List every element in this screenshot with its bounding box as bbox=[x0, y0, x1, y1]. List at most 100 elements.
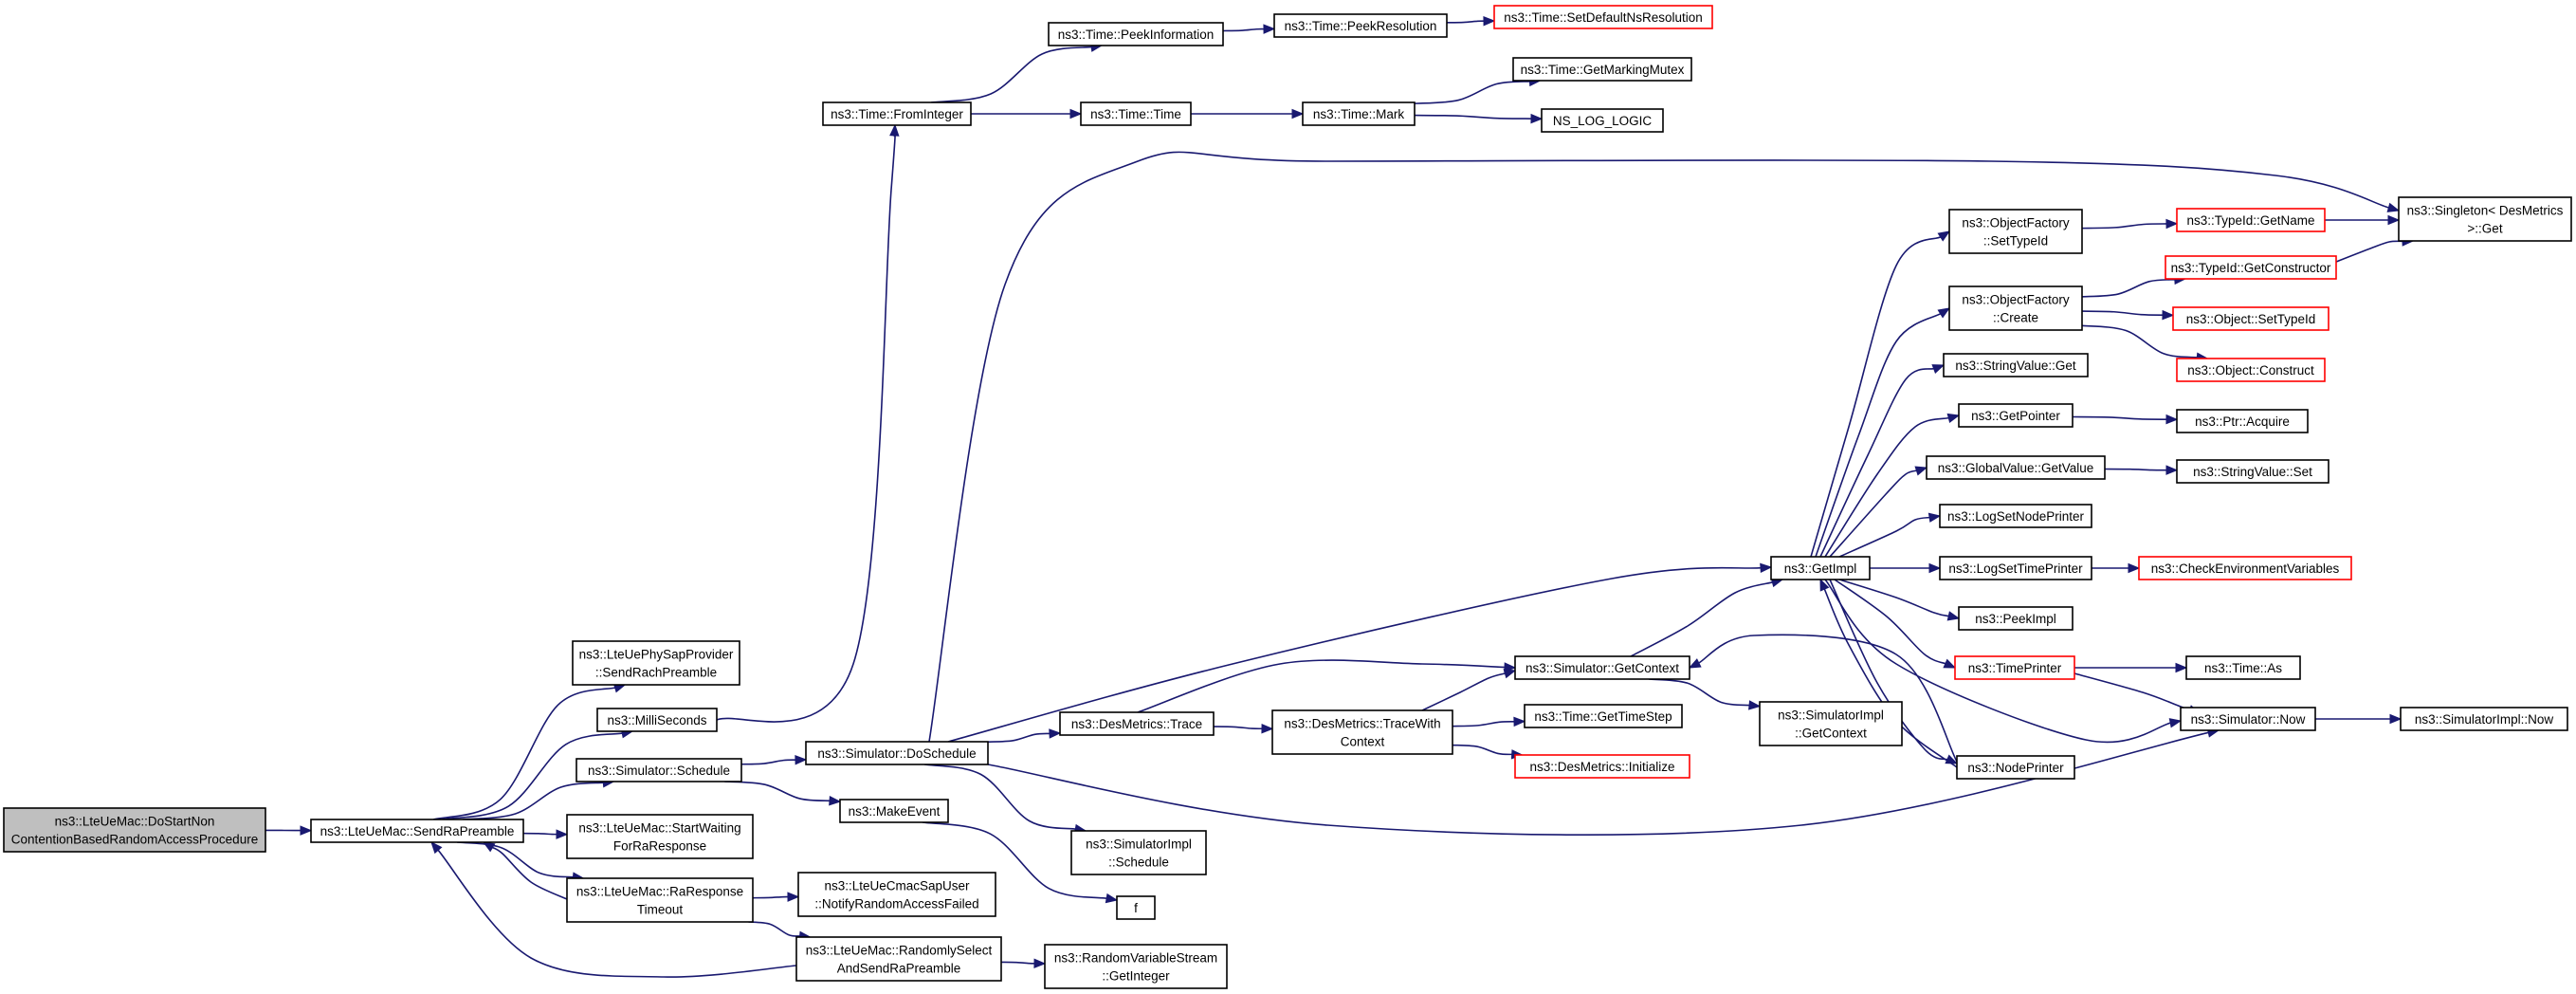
node-ofSetTypeId[interactable]: ns3::ObjectFactory::SetTypeId bbox=[1948, 209, 2083, 254]
edge-line bbox=[1838, 516, 1931, 558]
edge-sendRaPreamble-to-simSchedule bbox=[462, 778, 615, 820]
node-box bbox=[2185, 655, 2301, 680]
edge-line bbox=[522, 832, 558, 836]
edge-arrowhead bbox=[1263, 24, 1276, 34]
node-randomlySelect[interactable]: ns3::LteUeMac::RandomlySelectAndSendRaPr… bbox=[795, 936, 1002, 982]
node-timeTime[interactable]: ns3::Time::Time bbox=[1080, 101, 1192, 126]
node-desMetricsTrace[interactable]: ns3::DesMetrics::Trace bbox=[1059, 711, 1215, 736]
node-simImplNow[interactable]: ns3::SimulatorImpl::Now bbox=[2400, 707, 2568, 731]
node-label: >::Get bbox=[2467, 222, 2502, 236]
node-label: ns3::LteUePhySapProvider bbox=[579, 648, 734, 662]
node-getImpl[interactable]: ns3::GetImpl bbox=[1770, 556, 1871, 580]
node-simSchedule[interactable]: ns3::Simulator::Schedule bbox=[575, 758, 742, 782]
node-box bbox=[2172, 306, 2329, 331]
node-label: ns3::Ptr::Acquire bbox=[2195, 414, 2290, 429]
node-box bbox=[1512, 57, 1692, 82]
node-peekResolution[interactable]: ns3::Time::PeekResolution bbox=[1273, 13, 1448, 38]
node-ofCreate[interactable]: ns3::ObjectFactory::Create bbox=[1948, 285, 2083, 331]
node-timeFromInteger[interactable]: ns3::Time::FromInteger bbox=[822, 101, 972, 126]
node-milliSeconds[interactable]: ns3::MilliSeconds bbox=[596, 708, 718, 732]
edge-line bbox=[1213, 726, 1264, 730]
node-label: ns3::DesMetrics::TraceWith bbox=[1284, 717, 1440, 731]
node-objectSetTypeId[interactable]: ns3::Object::SetTypeId bbox=[2172, 306, 2329, 331]
edge-getImpl-to-stringValueGet bbox=[1819, 364, 1946, 558]
node-box bbox=[1044, 944, 1228, 989]
node-globalValueGetValue[interactable]: ns3::GlobalValue::GetValue bbox=[1926, 455, 2106, 480]
edge-desMetricsTrace-to-traceWithContext bbox=[1213, 723, 1274, 734]
edge-nodePrinter-to-getImpl bbox=[1819, 578, 1958, 768]
edge-simGetContext-to-simImplGetContext bbox=[1648, 678, 1762, 710]
node-box bbox=[1956, 755, 2075, 780]
node-simImplGetContext[interactable]: ns3::SimulatorImpl::GetContext bbox=[1759, 701, 1903, 746]
edge-sendRaPreamble-to-sendRachPreamble bbox=[432, 683, 627, 820]
edge-globalValueGetValue-to-stringValueSet bbox=[2104, 465, 2179, 475]
edge-sendRaPreamble-to-raResponseTimeout bbox=[456, 841, 585, 882]
node-getPointer[interactable]: ns3::GetPointer bbox=[1958, 403, 2074, 428]
node-simNow[interactable]: ns3::Simulator::Now bbox=[2180, 707, 2316, 731]
edge-timeMark-to-nsLogLogic bbox=[1414, 113, 1544, 124]
edge-line bbox=[1222, 28, 1266, 32]
node-box bbox=[3, 807, 266, 853]
node-label: NS_LOG_LOGIC bbox=[1553, 114, 1653, 128]
edge-simGetContext-to-getImpl bbox=[1630, 578, 1784, 657]
node-singletonGet[interactable]: ns3::Singleton< DesMetrics >::Get bbox=[2398, 196, 2572, 242]
node-objectConstruct[interactable]: ns3::Object::Construct bbox=[2176, 358, 2326, 382]
node-label: ns3::Simulator::Now bbox=[2191, 712, 2306, 727]
node-logSetNodePrinter[interactable]: ns3::LogSetNodePrinter bbox=[1939, 504, 2092, 528]
node-label: ns3::Time::GetTimeStep bbox=[1534, 709, 1672, 724]
node-box bbox=[1939, 504, 2092, 528]
node-typeIdGetName[interactable]: ns3::TypeId::GetName bbox=[2176, 208, 2326, 232]
edge-arrowhead bbox=[1049, 728, 1062, 739]
node-label: ns3::Simulator::DoSchedule bbox=[817, 746, 976, 761]
edge-line bbox=[1824, 416, 1950, 558]
node-getInteger[interactable]: ns3::RandomVariableStream::GetInteger bbox=[1044, 944, 1228, 989]
edge-arrowhead bbox=[2165, 465, 2179, 475]
edge-raResponseTimeout-to-sendRaPreamble bbox=[482, 841, 568, 900]
node-box bbox=[1514, 655, 1690, 680]
node-timeAs[interactable]: ns3::Time::As bbox=[2185, 655, 2301, 680]
edge-arrowhead bbox=[1928, 562, 1942, 574]
node-getTimeStep[interactable]: ns3::Time::GetTimeStep bbox=[1524, 704, 1683, 728]
edge-arrowhead bbox=[1819, 578, 1830, 592]
node-box bbox=[575, 758, 742, 782]
node-nsLogLogic[interactable]: NS_LOG_LOGIC bbox=[1541, 108, 1664, 133]
node-checkEnvVars[interactable]: ns3::CheckEnvironmentVariables bbox=[2138, 556, 2352, 580]
node-sendRaPreamble[interactable]: ns3::LteUeMac::SendRaPreamble bbox=[310, 819, 524, 843]
node-nodePrinter[interactable]: ns3::NodePrinter bbox=[1956, 755, 2075, 780]
edge-line bbox=[2335, 240, 2404, 263]
edge-line bbox=[436, 849, 797, 978]
node-label: ns3::Time::FromInteger bbox=[831, 107, 963, 121]
node-box bbox=[1948, 209, 2083, 254]
node-f[interactable]: f bbox=[1116, 895, 1156, 920]
node-ptrAcquire[interactable]: ns3::Ptr::Acquire bbox=[2176, 409, 2309, 433]
node-getMarkingMutex[interactable]: ns3::Time::GetMarkingMutex bbox=[1512, 57, 1692, 82]
node-timePrinter[interactable]: ns3::TimePrinter bbox=[1954, 655, 2075, 680]
node-simulatorImplSchedule[interactable]: ns3::SimulatorImpl::Schedule bbox=[1070, 830, 1207, 875]
node-peekImpl[interactable]: ns3::PeekImpl bbox=[1958, 606, 2074, 631]
node-box bbox=[566, 814, 754, 859]
node-makeEvent[interactable]: ns3::MakeEvent bbox=[839, 799, 949, 823]
node-doSchedule[interactable]: ns3::Simulator::DoSchedule bbox=[805, 741, 989, 765]
node-root[interactable]: ns3::LteUeMac::DoStartNonContentionBased… bbox=[3, 807, 266, 853]
node-desMetricsInitialize[interactable]: ns3::DesMetrics::Initialize bbox=[1514, 754, 1690, 779]
node-setDefaultNsResolution[interactable]: ns3::Time::SetDefaultNsResolution bbox=[1493, 5, 1713, 29]
node-simGetContext[interactable]: ns3::Simulator::GetContext bbox=[1514, 655, 1690, 680]
edge-line bbox=[2104, 468, 2168, 471]
node-notifyFailed[interactable]: ns3::LteUeCmacSapUser::NotifyRandomAcces… bbox=[797, 872, 996, 917]
node-stringValueGet[interactable]: ns3::StringValue::Get bbox=[1943, 353, 2089, 377]
node-sendRachPreamble[interactable]: ns3::LteUePhySapProvider::SendRachPreamb… bbox=[572, 640, 740, 686]
edge-line bbox=[947, 566, 1763, 743]
node-label: ns3::ObjectFactory bbox=[1962, 293, 2070, 307]
edge-arrowhead bbox=[795, 754, 808, 765]
node-stringValueSet[interactable]: ns3::StringValue::Set bbox=[2176, 459, 2329, 484]
node-label: ::GetInteger bbox=[1102, 969, 1170, 984]
node-peekInformation[interactable]: ns3::Time::PeekInformation bbox=[1048, 22, 1224, 46]
edge-arrowhead bbox=[1937, 230, 1951, 242]
node-typeIdGetConstructor[interactable]: ns3::TypeId::GetConstructor bbox=[2165, 255, 2337, 280]
node-box bbox=[310, 819, 524, 843]
node-timeMark[interactable]: ns3::Time::Mark bbox=[1302, 101, 1416, 126]
node-logSetTimePrinter[interactable]: ns3::LogSetTimePrinter bbox=[1939, 556, 2092, 580]
